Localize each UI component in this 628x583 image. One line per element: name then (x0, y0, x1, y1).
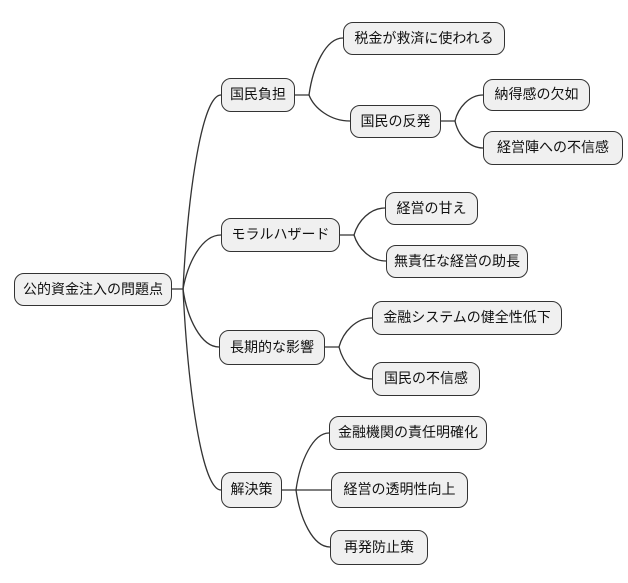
node-long-term-impact: 長期的な影響 (219, 330, 325, 365)
node-encourage-irresponsible-management: 無責任な経営の助長 (386, 245, 528, 278)
edge-citizen-burden-to-public-backlash (308, 94, 351, 122)
node-management-complacency: 経営の甘え (385, 192, 478, 225)
node-financial-system-soundness-decline: 金融システムの健全性低下 (372, 301, 562, 335)
edge-solutions-to-clarify-responsibility (295, 432, 330, 491)
node-clarify-institution-responsibility: 金融機関の責任明確化 (329, 416, 487, 450)
node-lack-of-conviction: 納得感の欠如 (483, 79, 590, 111)
node-recurrence-prevention: 再発防止策 (330, 530, 428, 565)
edge-moral-hazard-to-irresponsible-management (353, 234, 387, 262)
edge-citizen-burden-to-tax-bailout (308, 37, 344, 96)
node-distrust-of-management: 経営陣への不信感 (483, 131, 623, 165)
node-public-distrust: 国民の不信感 (372, 362, 480, 396)
edge-root-to-long-term-impact (182, 288, 220, 348)
node-root: 公的資金注入の問題点 (14, 273, 172, 306)
edge-root-to-moral-hazard (182, 234, 222, 290)
edge-root-to-solutions (182, 288, 222, 491)
node-public-backlash: 国民の反発 (350, 105, 441, 138)
node-solutions: 解決策 (221, 472, 282, 508)
node-citizen-burden: 国民負担 (221, 78, 295, 112)
node-tax-used-for-bailout: 税金が救済に使われる (343, 22, 505, 55)
edge-moral-hazard-to-complacency (353, 207, 386, 236)
edge-long-term-impact-to-system-soundness (338, 317, 373, 348)
node-improve-transparency: 経営の透明性向上 (331, 472, 468, 508)
edge-root-to-citizen-burden (182, 94, 222, 290)
edge-public-backlash-to-distrust-of-management (454, 120, 484, 149)
edge-public-backlash-to-lack-of-conviction (454, 94, 484, 122)
edge-solutions-to-recurrence-prevention (295, 489, 331, 548)
edge-long-term-impact-to-public-distrust (338, 346, 373, 380)
node-moral-hazard: モラルハザード (221, 218, 340, 252)
